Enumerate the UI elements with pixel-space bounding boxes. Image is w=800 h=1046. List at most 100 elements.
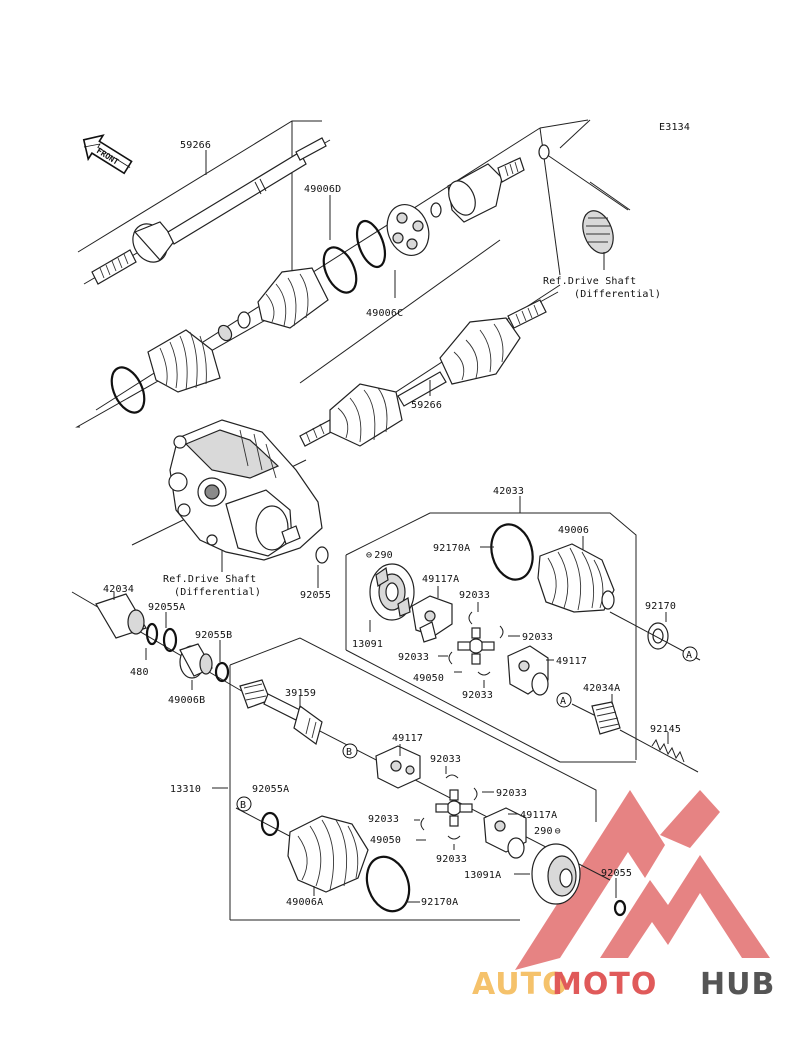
circlip-92033-c: [448, 651, 453, 665]
callout-b-upper: [342, 743, 358, 759]
cv-housing-13091: [369, 563, 415, 621]
circlip-92033-h: [447, 835, 461, 840]
assembly-42033-frame: [345, 496, 637, 763]
label-49006d: 49006D: [304, 184, 341, 195]
label-42034: 42034: [103, 584, 134, 595]
circlip-92033-b: [499, 625, 504, 639]
cv-housing-13091a: [531, 843, 581, 905]
callout-a-lower: [556, 692, 572, 708]
callout-b-lower-text: B: [240, 800, 246, 811]
label-92170: 92170: [645, 601, 676, 612]
watermark-logo: [515, 790, 770, 970]
callout-a-lower-text: A: [560, 696, 566, 707]
label-92055-upper: 92055: [300, 590, 331, 601]
label-49006c: 49006C: [366, 308, 403, 319]
spider-49050-lower: [435, 789, 473, 827]
callout-a-upper: [682, 646, 698, 662]
cv-joint-cage-upper: [386, 202, 442, 256]
ref-upper-line1: Ref.Drive Shaft: [543, 276, 636, 287]
boot-band-92170a-lower: [365, 855, 411, 913]
ref-lower-line1: Ref.Drive Shaft: [163, 574, 256, 585]
yoke-49117-upper: [507, 645, 549, 696]
circlip-92033-g: [420, 817, 425, 831]
label-92033-5: 92033: [430, 754, 461, 765]
boot-ring-92170a-left: [110, 366, 146, 414]
ref-upper-line2: (Differential): [574, 289, 661, 300]
oring-92055-lower: [613, 899, 627, 917]
label-49050-upper: 49050: [413, 673, 444, 684]
boot-49006a: [287, 815, 369, 893]
label-92055a-lower: 92055A: [252, 784, 289, 795]
collar-49006b: [179, 643, 213, 679]
label-49006: 49006: [558, 525, 589, 536]
boot-49006b-upper: [147, 329, 221, 393]
label-92170a-lower: 92170A: [421, 897, 458, 908]
label-92033-7: 92033: [368, 814, 399, 825]
label-92033-2: 92033: [522, 632, 553, 643]
circlip-92055a-left: [145, 622, 159, 646]
shaft-39159: [239, 679, 323, 745]
label-92055b: 92055B: [195, 630, 232, 641]
sleeve-42034: [95, 593, 147, 639]
label-92033-8: 92033: [436, 854, 467, 865]
drive-shaft-middle: [299, 291, 559, 447]
label-49117a-upper: 49117A: [422, 574, 459, 585]
watermark-part3: HUB: [700, 967, 775, 1002]
front-arrow-icon: FRONT: [82, 134, 133, 175]
ref-lower-line2: (Differential): [174, 587, 261, 598]
label-49117-lower: 49117: [392, 733, 423, 744]
boot-49006: [537, 543, 615, 613]
label-49117a-lower: 49117A: [520, 810, 557, 821]
ring-92055a-lower: [260, 811, 280, 837]
label-49006b: 49006B: [168, 695, 205, 706]
splined-stub-42034a: [591, 701, 621, 735]
label-92033-1: 92033: [459, 590, 490, 601]
label-480: 480: [130, 667, 149, 678]
label-13091a: 13091A: [464, 870, 501, 881]
label-92033-4: 92033: [462, 690, 493, 701]
label-92055-lower: 92055: [601, 868, 632, 879]
ring-small-upper: [217, 311, 251, 342]
boot-49006d: [257, 267, 329, 329]
circlip-92033-a: [468, 611, 473, 625]
label-13091: 13091: [352, 639, 383, 650]
oring-92055-upper: [315, 546, 329, 564]
differential-housing: [131, 419, 323, 572]
label-92033-6: 92033: [496, 788, 527, 799]
spider-49050-upper: [457, 627, 495, 665]
cv-joint-outer-upper: [447, 157, 525, 223]
watermark-text: AUTO MOTO HUB: [472, 967, 775, 1002]
ring-92055a: [162, 627, 178, 653]
label-92055a-upper: 92055A: [148, 602, 185, 613]
drive-shaft-upper: [91, 137, 327, 285]
circlip-92033-e: [445, 774, 459, 779]
spring-92145: [619, 729, 699, 773]
label-59266-middle: 59266: [411, 400, 442, 411]
circlip-upper: [538, 144, 550, 160]
yoke-49117a-upper: [411, 595, 453, 643]
label-92145: 92145: [650, 724, 681, 735]
label-59266-upper: 59266: [180, 140, 211, 151]
callout-b-upper-text: B: [346, 747, 352, 758]
label-92170a-upper: 92170A: [433, 543, 470, 554]
label-13310: 13310: [170, 784, 201, 795]
yoke-49117a-lower: [483, 807, 527, 859]
circlip-92033-f: [473, 787, 478, 801]
label-290-lower: 290⊖: [534, 826, 561, 837]
label-42033: 42033: [493, 486, 524, 497]
diagram-code: E3134: [659, 122, 690, 133]
label-49117-upper: 49117: [556, 656, 587, 667]
label-49050-lower: 49050: [370, 835, 401, 846]
watermark-part2: MOTO: [552, 967, 657, 1002]
label-49006a: 49006A: [286, 897, 323, 908]
callout-a-upper-text: A: [686, 650, 692, 661]
differential-gear-ref-upper: [582, 210, 614, 270]
label-290-upper: ⊖290: [366, 550, 393, 561]
label-92033-3: 92033: [398, 652, 429, 663]
circlip-92033-d: [477, 671, 491, 676]
yoke-49117-lower: [375, 745, 421, 789]
label-42034a: 42034A: [583, 683, 620, 694]
callout-b-lower: [236, 796, 252, 812]
oring-92055b: [214, 661, 230, 683]
